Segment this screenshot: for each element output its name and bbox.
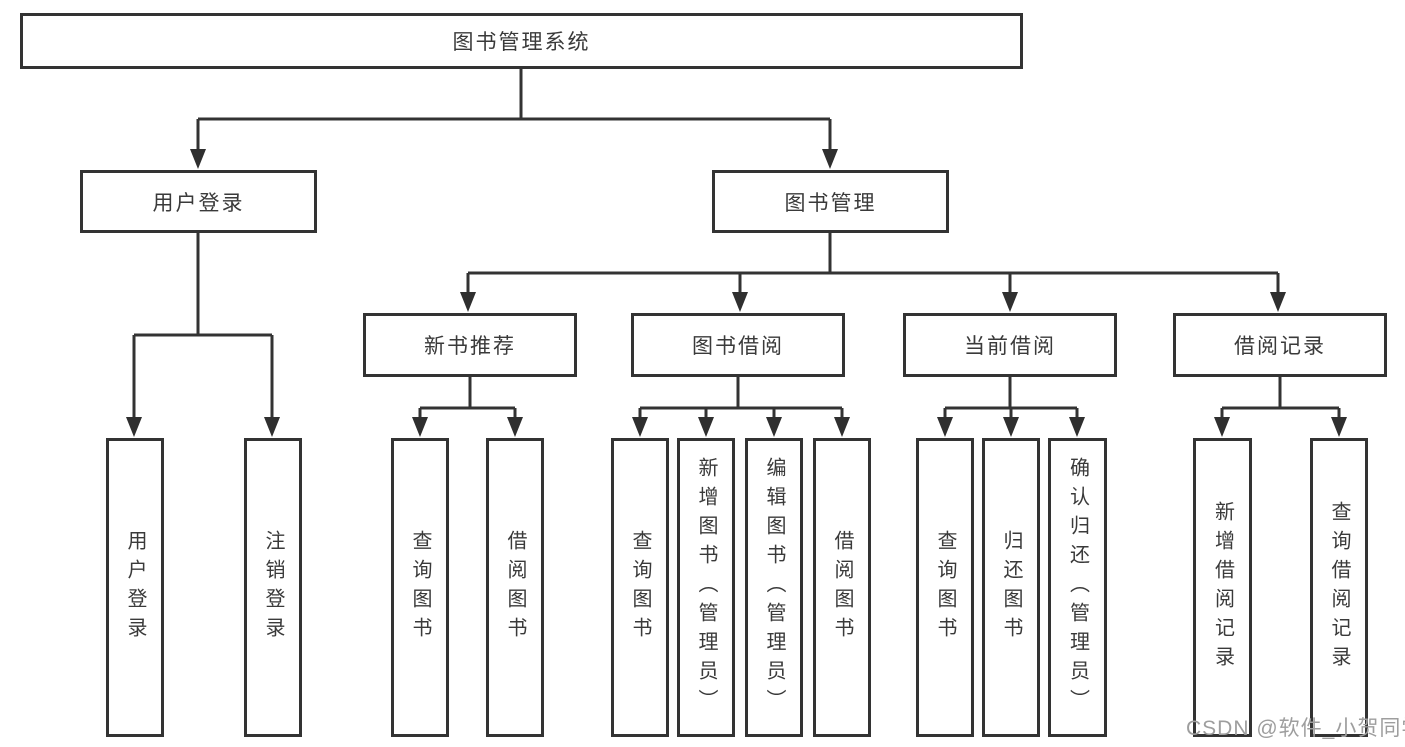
csdn-watermark: CSDN @软件_小贺同学 bbox=[1186, 717, 1405, 740]
node-query-books-borrowing: 查询图书 bbox=[611, 438, 669, 737]
node-current-borrowing: 当前借阅 bbox=[903, 313, 1117, 377]
node-confirm-return-admin: 确认归还（管理员） bbox=[1048, 438, 1107, 737]
node-query-books-current: 查询图书 bbox=[916, 438, 974, 737]
arrowheads bbox=[126, 149, 1347, 437]
connector-paths bbox=[132, 68, 1341, 418]
node-return-books: 归还图书 bbox=[982, 438, 1040, 737]
node-query-borrow-record: 查询借阅记录 bbox=[1310, 438, 1368, 737]
node-add-borrow-record: 新增借阅记录 bbox=[1193, 438, 1252, 737]
node-new-book-recommend: 新书推荐 bbox=[363, 313, 577, 377]
node-library-management-system: 图书管理系统 bbox=[20, 13, 1023, 69]
node-borrowing-records: 借阅记录 bbox=[1173, 313, 1387, 377]
node-edit-books-admin: 编辑图书（管理员） bbox=[745, 438, 803, 737]
node-user-login-action: 用户登录 bbox=[106, 438, 164, 737]
node-query-books-recommend: 查询图书 bbox=[391, 438, 449, 737]
node-book-borrowing: 图书借阅 bbox=[631, 313, 845, 377]
node-borrow-books-borrowing: 借阅图书 bbox=[813, 438, 871, 737]
node-logout-action: 注销登录 bbox=[244, 438, 302, 737]
node-borrow-books-recommend: 借阅图书 bbox=[486, 438, 544, 737]
node-user-login: 用户登录 bbox=[80, 170, 317, 233]
node-add-books-admin: 新增图书（管理员） bbox=[677, 438, 735, 737]
node-book-management: 图书管理 bbox=[712, 170, 949, 233]
